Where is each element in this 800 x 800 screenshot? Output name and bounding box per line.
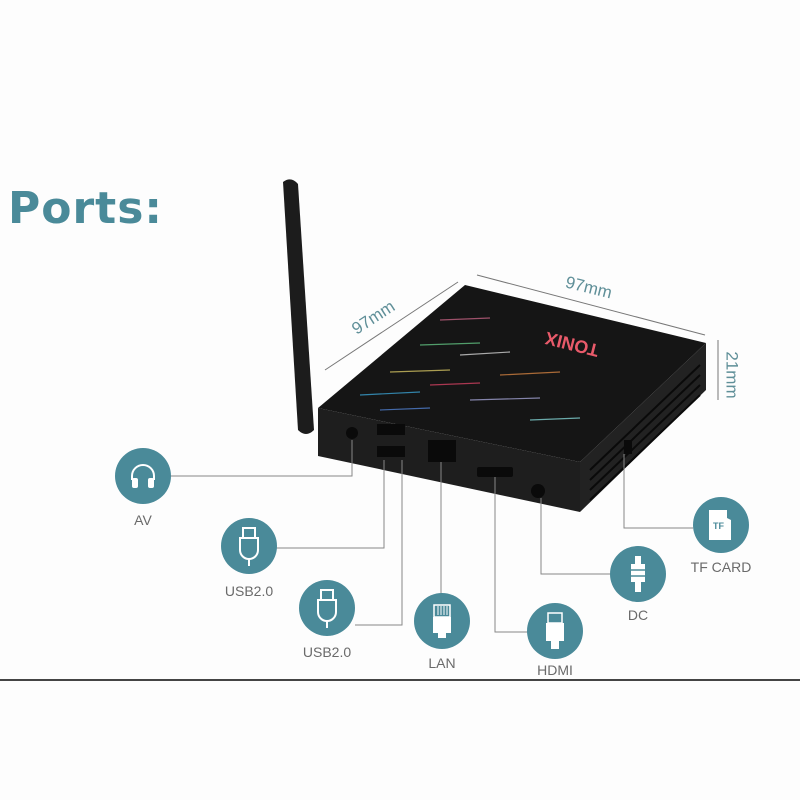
divider <box>0 679 800 681</box>
usb2-port-badge <box>299 580 355 636</box>
hdmi-port <box>477 467 513 477</box>
usb-port-1 <box>377 424 405 435</box>
av-port-badge <box>115 448 171 504</box>
usb-icon <box>317 589 337 628</box>
tf-label: TF CARD <box>690 559 752 575</box>
height-dimension: 21mm <box>722 351 742 399</box>
device-top <box>318 285 706 462</box>
hdmi-icon <box>546 612 564 649</box>
av-port <box>346 427 358 439</box>
tf-port-badge: TF <box>693 497 749 553</box>
lan-port <box>428 440 456 462</box>
av-label: AV <box>134 512 152 528</box>
dc-label: DC <box>627 607 649 623</box>
headphones-icon <box>131 464 155 488</box>
usb-icon <box>239 527 259 566</box>
tf-slot <box>624 440 632 454</box>
dc-port-badge <box>610 546 666 602</box>
usb2-label: USB2.0 <box>302 644 352 660</box>
dc-port <box>531 484 545 498</box>
lan-port-badge <box>414 593 470 649</box>
antenna <box>283 179 314 434</box>
tf-card-icon: TF <box>709 510 731 540</box>
usb1-port-badge <box>221 518 277 574</box>
page-title: Ports: <box>8 183 163 234</box>
lan-label: LAN <box>428 655 456 671</box>
svg-text:TF: TF <box>713 521 724 531</box>
hdmi-label: HDMI <box>537 662 573 678</box>
usb1-label: USB2.0 <box>224 583 274 599</box>
hdmi-port-badge <box>527 603 583 659</box>
dc-plug-icon <box>631 556 645 592</box>
usb-port-2 <box>377 446 405 457</box>
ethernet-icon <box>433 604 451 638</box>
